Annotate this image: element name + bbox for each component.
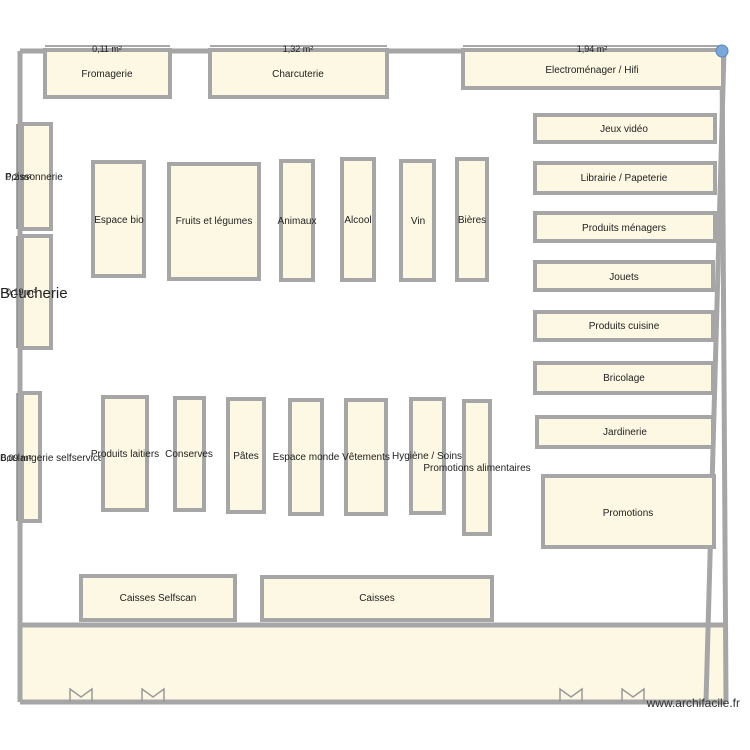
dim-text-charcuterie: 1,32 m² xyxy=(283,44,314,54)
room-label-charcuterie: Charcuterie xyxy=(272,69,324,80)
room-label-alcool: Alcool xyxy=(344,215,371,226)
room-boucherie[interactable]: Boucherie xyxy=(0,234,68,350)
aisle-espace-bio[interactable]: Espace bio xyxy=(91,160,146,278)
watermark: www.archifacile.fr xyxy=(646,696,740,710)
dimension-fromagerie: 0,11 m² xyxy=(45,44,170,54)
room-label-conserves: Conserves xyxy=(165,449,213,460)
entrance-zone xyxy=(22,626,724,701)
aisle-pates[interactable]: Pâtes xyxy=(226,397,266,514)
aisle-hygiene[interactable]: Hygiène / Soins xyxy=(392,397,462,515)
dim-text-electromenager: 1,94 m² xyxy=(577,44,608,54)
aisle-fruits-legumes[interactable]: Fruits et légumes xyxy=(167,162,261,281)
room-label-espace-bio: Espace bio xyxy=(94,215,144,226)
room-label-hygiene: Hygiène / Soins xyxy=(392,451,462,462)
door-icon[interactable] xyxy=(69,687,93,702)
room-label-caisses-selfscan: Caisses Selfscan xyxy=(120,593,197,604)
aisle-bieres[interactable]: Bières xyxy=(455,157,489,282)
room-label-espace-monde: Espace monde xyxy=(273,452,340,463)
room-jouets[interactable]: Jouets xyxy=(533,260,715,292)
dim-text-boucherie: 0,19 m² xyxy=(6,287,37,297)
room-label-animaux: Animaux xyxy=(278,216,317,227)
room-label-electromenager: Electroménager / Hifi xyxy=(545,65,638,76)
room-charcuterie[interactable]: Charcuterie xyxy=(208,48,389,99)
room-label-produits-cuisine: Produits cuisine xyxy=(589,321,660,332)
room-label-selfservice: Boulangerie selfservice xyxy=(0,453,104,464)
room-label-promotions: Promotions xyxy=(603,508,654,519)
room-label-pates: Pâtes xyxy=(233,451,259,462)
aisle-produits-laitiers[interactable]: Produits laitiers xyxy=(91,395,159,512)
room-label-vin: Vin xyxy=(411,216,425,227)
room-label-fromagerie: Fromagerie xyxy=(81,69,133,80)
room-librairie[interactable]: Librairie / Papeterie xyxy=(533,161,717,195)
room-label-jouets: Jouets xyxy=(609,272,638,283)
dimension-selfservice: 0,09 m² xyxy=(1,393,32,521)
room-label-caisses: Caisses xyxy=(359,593,395,604)
dimension-poissonnerie: 0,2 m² xyxy=(6,124,32,229)
room-caisses-selfscan[interactable]: Caisses Selfscan xyxy=(79,574,237,622)
aisle-animaux[interactable]: Animaux xyxy=(278,159,317,282)
room-selfservice[interactable]: Boulangerie selfservice xyxy=(0,391,104,523)
door-icon[interactable] xyxy=(621,687,645,702)
room-produits-menagers[interactable]: Produits ménagers xyxy=(533,211,717,243)
dim-text-selfservice: 0,09 m² xyxy=(1,453,32,463)
door-icon[interactable] xyxy=(559,687,583,702)
aisle-vin[interactable]: Vin xyxy=(399,159,436,282)
room-label-poissonnerie: Poissonnerie xyxy=(5,172,63,183)
dimension-electromenager: 1,94 m² xyxy=(463,44,723,54)
door-icon[interactable] xyxy=(141,687,165,702)
dimension-charcuterie: 1,32 m² xyxy=(210,44,387,54)
room-caisses[interactable]: Caisses xyxy=(260,575,494,622)
room-jardinerie[interactable]: Jardinerie xyxy=(535,415,715,449)
dimension-boucherie: 0,19 m² xyxy=(6,236,37,348)
aisle-conserves[interactable]: Conserves xyxy=(165,396,213,512)
dim-text-fromagerie: 0,11 m² xyxy=(92,44,122,54)
room-promotions[interactable]: Promotions xyxy=(541,474,716,549)
room-label-bricolage: Bricolage xyxy=(603,373,645,384)
aisle-espace-monde[interactable]: Espace monde xyxy=(273,398,340,516)
aisle-alcool[interactable]: Alcool xyxy=(340,157,376,282)
room-bricolage[interactable]: Bricolage xyxy=(533,361,715,395)
room-label-librairie: Librairie / Papeterie xyxy=(581,173,668,184)
room-label-vetements: Vêtements xyxy=(342,452,390,463)
room-poissonnerie[interactable]: Poissonnerie xyxy=(5,122,63,231)
room-electromenager[interactable]: Electroménager / Hifi xyxy=(461,48,725,90)
wall-right-inner xyxy=(719,50,729,703)
room-jeux-video[interactable]: Jeux vidéo xyxy=(533,113,717,144)
aisle-vetements[interactable]: Vêtements xyxy=(342,398,390,516)
room-label-fruits-legumes: Fruits et légumes xyxy=(176,216,253,227)
room-label-produits-menagers: Produits ménagers xyxy=(582,223,666,234)
aisle-promotions-alimentaires[interactable]: Promotions alimentaires xyxy=(423,399,531,536)
room-label-jeux-video: Jeux vidéo xyxy=(600,124,648,135)
room-fromagerie[interactable]: Fromagerie xyxy=(43,48,172,99)
room-label-promotions-alimentaires: Promotions alimentaires xyxy=(423,463,530,474)
room-produits-cuisine[interactable]: Produits cuisine xyxy=(533,310,715,342)
room-label-jardinerie: Jardinerie xyxy=(603,427,647,438)
corner-marker-icon xyxy=(715,44,729,58)
room-label-produits-laitiers: Produits laitiers xyxy=(91,449,159,460)
dim-text-poissonnerie: 0,2 m² xyxy=(6,172,32,182)
room-label-bieres: Bières xyxy=(458,215,486,226)
